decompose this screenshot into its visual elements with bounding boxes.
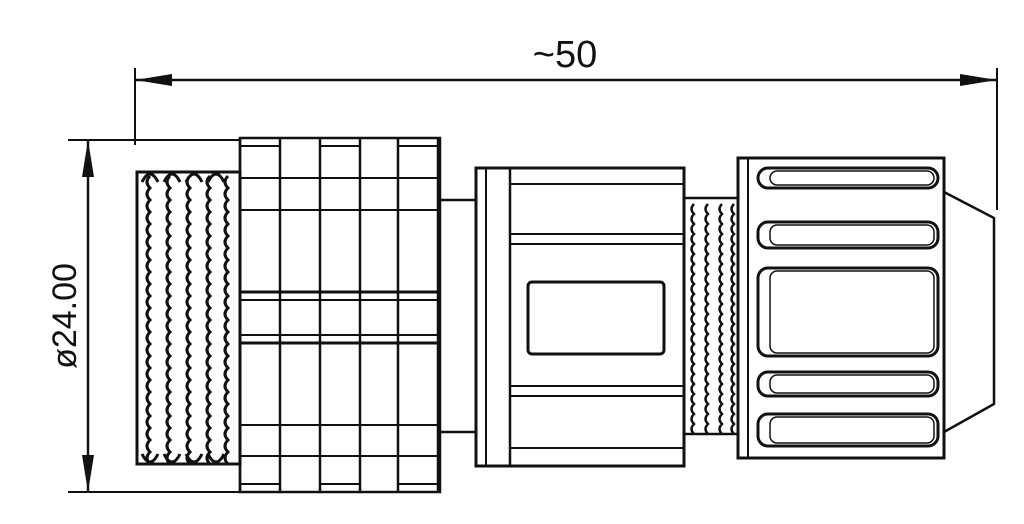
thread-crest (184, 172, 204, 183)
gland-slot (756, 166, 940, 190)
gland-nut-ribs (756, 166, 940, 448)
gland-slot (756, 370, 940, 398)
thread-crest (140, 172, 160, 183)
thread-crest (140, 453, 160, 464)
gland-slot-inner (769, 374, 935, 394)
length-dimension: ~50 (134, 34, 998, 210)
gland-slot-inner (769, 224, 935, 246)
main-body (474, 166, 686, 468)
thread-crest (206, 453, 226, 464)
arrowhead-right (960, 74, 997, 86)
small-thread-line (690, 203, 696, 435)
gland-slot (756, 266, 940, 358)
thread-line (185, 174, 193, 466)
thread-line (165, 174, 173, 466)
thread-crest (184, 453, 204, 464)
gland-slot-inner (769, 170, 935, 186)
thread-crest (206, 172, 226, 183)
gland-nut (736, 156, 996, 460)
small-thread-line (718, 203, 724, 435)
gland-slot-inner (769, 270, 935, 354)
arrowhead-left (135, 74, 172, 86)
thread-crest (162, 453, 182, 464)
sleeve-ribs (238, 138, 440, 492)
small-thread-lines (690, 203, 736, 435)
diameter-dimension: ø24.00 (46, 139, 240, 493)
thread-crest (162, 172, 182, 183)
ribbed-sleeve (238, 136, 442, 494)
arrowhead-bottom (82, 455, 94, 492)
gland-slot-inner (769, 416, 935, 444)
thread-line (223, 174, 231, 466)
thread-line (145, 174, 153, 466)
thread-line (205, 174, 213, 466)
small-thread-line (704, 203, 710, 435)
gland-slot (756, 220, 940, 250)
arrowhead-top (82, 140, 94, 177)
neck (440, 198, 476, 434)
small-thread-section (682, 196, 740, 436)
length-label: ~50 (533, 34, 597, 76)
body-window (526, 280, 666, 356)
diameter-label: ø24.00 (46, 263, 84, 369)
left-thread-lines (140, 172, 231, 466)
small-thread-line (730, 203, 736, 435)
gland-slot (756, 412, 940, 448)
left-thread-section (135, 170, 242, 466)
